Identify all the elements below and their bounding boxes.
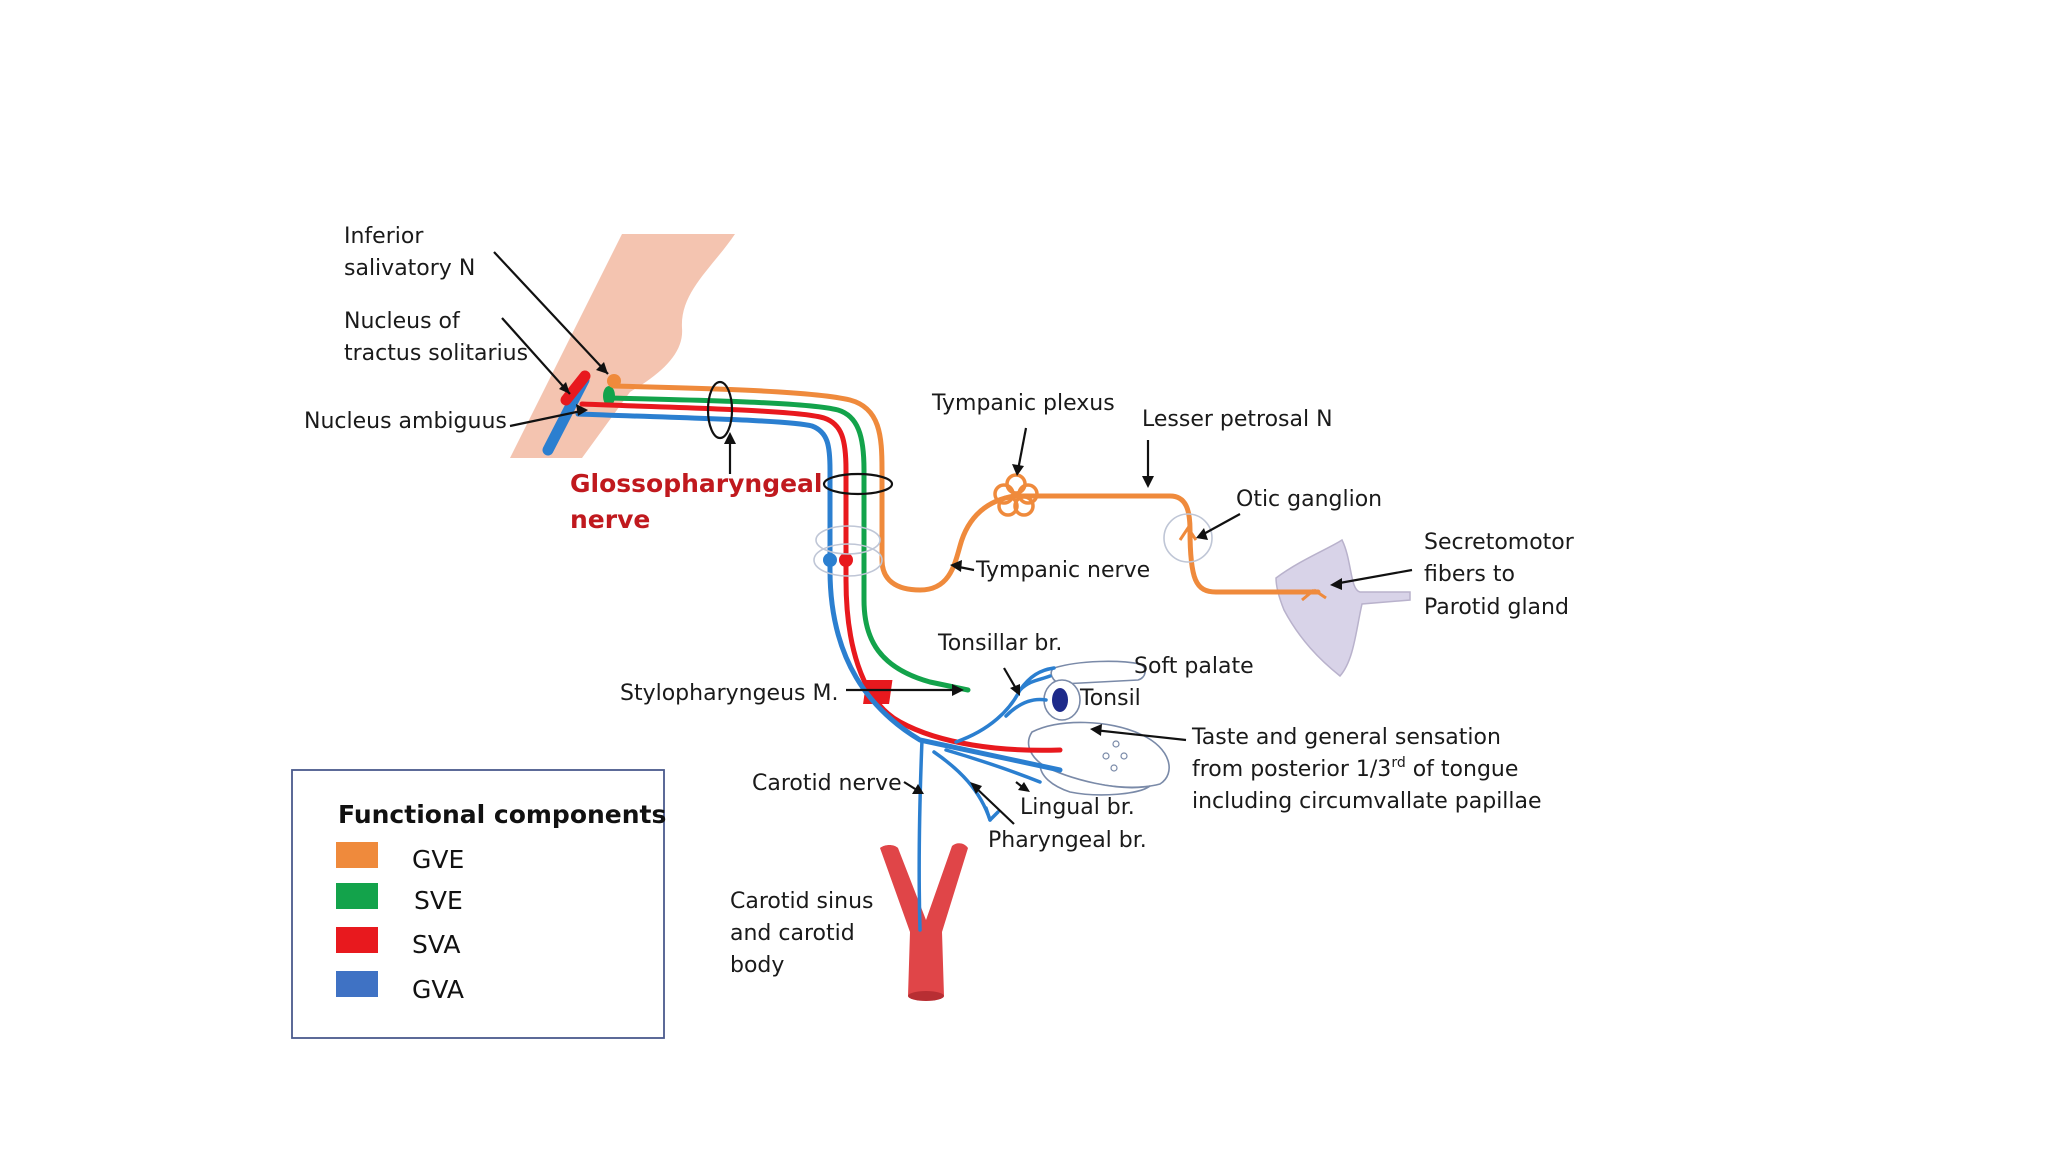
- soft-palate-label: Soft palate: [1134, 654, 1254, 679]
- lingual-branch-label: Lingual br.: [1020, 795, 1135, 820]
- legend-title: Functional components: [338, 800, 666, 829]
- carotid-artery: [880, 843, 968, 1001]
- jugular-foramen-ring: [822, 472, 894, 496]
- inferior-ganglion-outline: [813, 543, 883, 577]
- gve-fiber: [611, 378, 1321, 595]
- taste-label: Taste and general sensation: [1191, 725, 1501, 750]
- tonsillar-branch-label: Tonsillar br.: [937, 631, 1062, 656]
- legend-swatch-gve: [336, 842, 378, 868]
- legend-swatch-sva: [336, 927, 378, 953]
- carotid-sinus-label: body: [730, 953, 784, 978]
- papilla: [1102, 752, 1110, 760]
- sve-fiber: [607, 395, 971, 693]
- pharyngeal-branch-label: Pharyngeal br.: [988, 828, 1147, 853]
- parotid-gland: [1275, 538, 1411, 678]
- papilla: [1110, 764, 1118, 772]
- taste-label: from posterior 1/3rd of tongue: [1192, 755, 1518, 782]
- taste-label: including circumvallate papillae: [1192, 789, 1542, 814]
- gve-terminal: [1301, 588, 1327, 602]
- glossopharyngeal-title: nerve: [570, 505, 650, 534]
- inferior-salivatory-label: salivatory N: [344, 256, 475, 281]
- sva-ganglion-dot: [839, 553, 853, 567]
- tractus-solitarius-label: tractus solitarius: [344, 341, 528, 366]
- papilla: [1112, 740, 1120, 748]
- secretomotor-label: Secretomotor: [1424, 530, 1575, 555]
- soft-palate-shape: [1050, 660, 1146, 685]
- otic-synapse: [1178, 525, 1198, 541]
- tongue-lower: [1039, 762, 1151, 796]
- sva-fiber: [579, 401, 1063, 753]
- legend-label-sve: SVE: [414, 886, 463, 915]
- secretomotor-label: Parotid gland: [1424, 595, 1569, 620]
- carotid-sinus-label: and carotid: [730, 921, 855, 946]
- gva-ganglion-dot: [823, 553, 837, 567]
- legend-swatch-sve: [336, 883, 378, 909]
- tractus-solitarius-label: Nucleus of: [344, 309, 461, 334]
- gva-fiber: [575, 411, 1063, 773]
- tympanic-plexus-label: Tympanic plexus: [931, 391, 1115, 416]
- tympanic-nerve-label: Tympanic nerve: [975, 558, 1150, 583]
- legend-swatch-gva: [336, 971, 378, 997]
- inferior-salivatory-label: Inferior: [344, 224, 424, 249]
- glossopharyngeal-title: Glossopharyngeal: [570, 469, 822, 498]
- nucleus-tractus-solitarius-shape: [560, 370, 591, 406]
- otic-ganglion-label: Otic ganglion: [1236, 487, 1382, 512]
- cranial-exit-ring: [706, 380, 734, 440]
- tympanic-plexus-shape: [993, 473, 1039, 517]
- secretomotor-label: fibers to: [1424, 562, 1515, 587]
- superior-ganglion-outline: [815, 525, 881, 555]
- legend-label-sva: SVA: [412, 930, 460, 959]
- tonsil-label: Tonsil: [1079, 686, 1141, 711]
- brainstem: [510, 234, 735, 458]
- legend: Functional components GVE SVE SVA GVA: [291, 769, 666, 1039]
- legend-label-gve: GVE: [412, 845, 464, 874]
- carotid-opening: [908, 991, 944, 1001]
- papilla: [1120, 752, 1128, 760]
- tonsil-shape: [1052, 688, 1068, 712]
- otic-ganglion-shape: [1163, 513, 1213, 563]
- carotid-nerve-label: Carotid nerve: [752, 771, 902, 796]
- nucleus-ambiguus-label: Nucleus ambiguus: [304, 409, 507, 434]
- legend-label-gva: GVA: [412, 975, 464, 1004]
- carotid-sinus-label: Carotid sinus: [730, 889, 873, 914]
- lesser-petrosal-label: Lesser petrosal N: [1142, 407, 1333, 432]
- label-arrows: [493, 251, 1413, 825]
- stylopharyngeus-label: Stylopharyngeus M.: [620, 681, 838, 706]
